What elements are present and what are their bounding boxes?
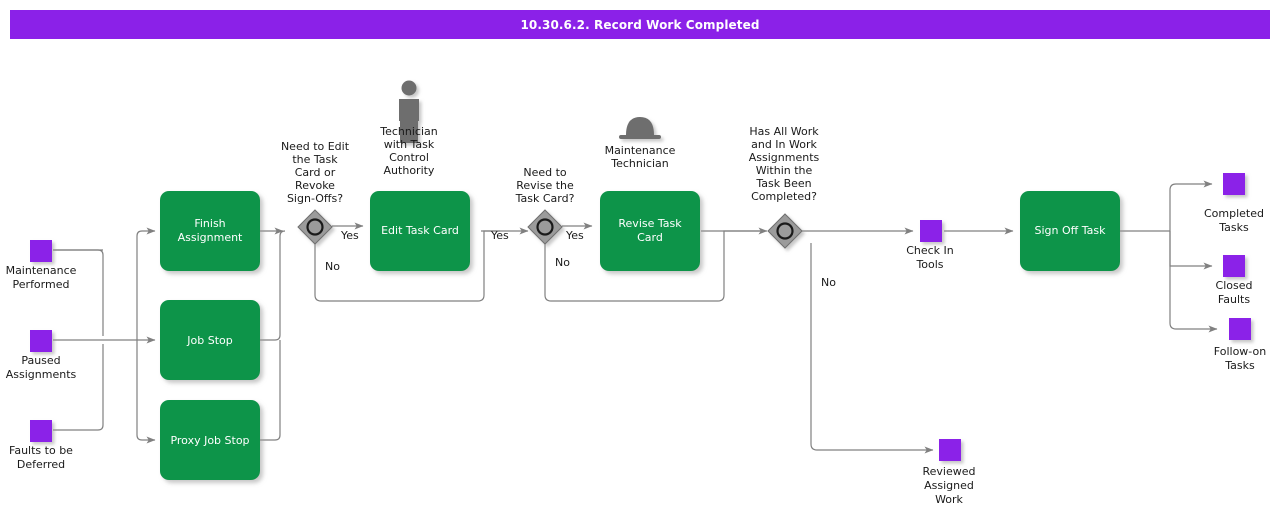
data-object-label-line2: Faults	[1218, 293, 1250, 306]
data-object-label-line2: Tasks	[1224, 359, 1255, 372]
task-revise-task-card[interactable]: Revise Task Card	[600, 191, 700, 271]
role-technician-with-task-control-authority: Technician with Task Control Authority	[379, 80, 438, 177]
flow-to-finish-assignment	[136, 227, 156, 340]
data-object-label-line1: Paused	[21, 354, 60, 367]
edge-label-gw1-yes: Yes	[340, 229, 359, 242]
connector-layer	[53, 180, 1218, 454]
output-data-objects: Completed Tasks Closed Faults Follow-on …	[923, 173, 1266, 506]
data-object-label-line1: Completed	[1204, 207, 1264, 220]
task-label-line2: Card	[637, 231, 663, 244]
gateway-question-line5: Sign-Offs?	[287, 192, 343, 205]
data-object-label-line1: Follow-on	[1214, 345, 1266, 358]
edge-label-gw2-no: No	[555, 256, 570, 269]
page-title: 10.30.6.2. Record Work Completed	[520, 17, 760, 32]
flow-gw2-no-to-gw3	[544, 230, 760, 302]
role-label-line4: Authority	[384, 164, 435, 177]
gateway-question-line3: Task Card?	[515, 192, 575, 205]
data-object-label-line2: Assigned	[924, 479, 974, 492]
gateway-need-to-revise[interactable]: Need to Revise the Task Card?	[515, 166, 575, 245]
task-label-line1: Proxy Job Stop	[170, 434, 249, 447]
gateway-question-line5: Task Been	[755, 177, 811, 190]
gateway-question-line2: the Task	[292, 153, 338, 166]
gateway-question-line1: Has All Work	[749, 125, 819, 138]
edge-label-gw3-no: No	[821, 276, 836, 289]
data-object-faults-to-be-deferred[interactable]: Faults to be Deferred	[9, 420, 73, 471]
flow-to-closed-faults	[1169, 231, 1213, 270]
data-object-label-line2: Tasks	[1218, 221, 1249, 234]
gateway-question-line4: Revoke	[295, 179, 335, 192]
role-maintenance-technician: Maintenance Technician	[605, 117, 676, 170]
task-label-line1: Job Stop	[186, 334, 232, 347]
flow-to-proxy-job-stop	[136, 340, 156, 444]
gateway-question-line3: Assignments	[749, 151, 820, 164]
task-sign-off-task[interactable]: Sign Off Task	[1020, 191, 1120, 271]
task-label-line1: Sign Off Task	[1035, 224, 1107, 237]
flow-to-follow-on-tasks	[1169, 231, 1218, 333]
task-nodes: Finish Assignment Job Stop Proxy Job Sto…	[160, 191, 1120, 480]
edge-label-gw2-yes: Yes	[565, 229, 584, 242]
data-object-label-line1: Reviewed	[923, 465, 976, 478]
data-object-label-line1: Maintenance	[6, 264, 77, 277]
data-object-paused-assignments[interactable]: Paused Assignments	[6, 330, 77, 381]
data-object-maintenance-performed[interactable]: Maintenance Performed	[6, 240, 77, 291]
role-label-line2: with Task	[384, 138, 435, 151]
task-label-line1: Edit Task Card	[381, 224, 459, 237]
flow-proxy-to-gw1	[260, 340, 281, 441]
task-finish-assignment[interactable]: Finish Assignment	[160, 191, 260, 271]
task-proxy-job-stop[interactable]: Proxy Job Stop	[160, 400, 260, 480]
data-object-completed-tasks[interactable]: Completed Tasks	[1204, 173, 1264, 234]
data-object-label-line2: Assignments	[6, 368, 77, 381]
gateway-question-line2: Revise the	[516, 179, 574, 192]
person-icon	[399, 80, 419, 143]
input-data-objects: Maintenance Performed Paused Assignments…	[6, 240, 77, 471]
gateway-question-line1: Need to	[523, 166, 567, 179]
data-object-label-line1: Faults to be	[9, 444, 73, 457]
gateway-question-line1: Need to Edit	[281, 140, 350, 153]
role-hat-icon	[619, 117, 661, 139]
edge-label-gw2-in-yes: Yes	[490, 229, 509, 242]
task-label-line1: Finish	[194, 217, 225, 230]
edge-label-gw1-no: No	[325, 260, 340, 273]
flow-to-completed-tasks	[1169, 180, 1213, 231]
data-object-closed-faults[interactable]: Closed Faults	[1216, 255, 1253, 306]
gateway-question-line6: Completed?	[751, 190, 817, 203]
gateway-question-line4: Within the	[756, 164, 813, 177]
gateway-question-line2: and In Work	[751, 138, 817, 151]
flow-maint-bus	[53, 249, 104, 336]
data-object-follow-on-tasks[interactable]: Follow-on Tasks	[1214, 318, 1266, 372]
data-object-label-line3: Work	[935, 493, 963, 506]
data-object-check-in-tools[interactable]: Check In Tools	[906, 220, 954, 271]
data-object-label-line2: Deferred	[17, 458, 65, 471]
flow-jobstop-to-gw1	[260, 230, 286, 341]
role-label-line2: Technician	[610, 157, 669, 170]
diagram-title-bar: 10.30.6.2. Record Work Completed	[10, 10, 1270, 39]
data-object-label-line2: Tools	[915, 258, 943, 271]
gateway-need-to-edit[interactable]: Need to Edit the Task Card or Revoke Sig…	[281, 140, 350, 245]
role-label-line3: Control	[389, 151, 429, 164]
flow-faults-bus	[53, 344, 104, 431]
data-object-label-line1: Closed	[1216, 279, 1253, 292]
flow-gw1-no-to-gw2	[314, 230, 500, 302]
role-label-line1: Technician	[379, 125, 438, 138]
gateway-all-work-completed[interactable]: Has All Work and In Work Assignments Wit…	[749, 125, 820, 249]
gateway-nodes: Need to Edit the Task Card or Revoke Sig…	[281, 125, 820, 249]
data-object-label-line2: Performed	[13, 278, 70, 291]
edge-labels: Yes No Yes Yes No No	[325, 229, 836, 289]
data-object-label-line1: Check In	[906, 244, 954, 257]
task-label-line1: Revise Task	[618, 217, 682, 230]
role-label-line1: Maintenance	[605, 144, 676, 157]
task-label-line2: Assignment	[178, 231, 243, 244]
flow-gw3-no-to-reviewed	[810, 243, 934, 454]
gateway-question-line3: Card or	[295, 166, 336, 179]
task-job-stop[interactable]: Job Stop	[160, 300, 260, 380]
task-edit-task-card[interactable]: Edit Task Card	[370, 191, 470, 271]
data-object-reviewed-assigned-work[interactable]: Reviewed Assigned Work	[923, 439, 976, 506]
